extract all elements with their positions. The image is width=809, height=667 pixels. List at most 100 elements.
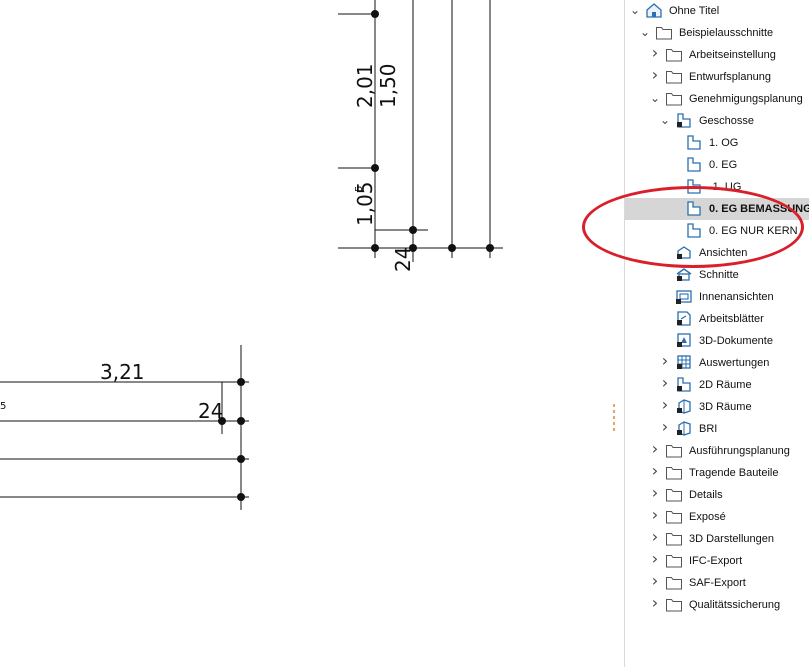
tree-item-label: 2D Räume (699, 379, 752, 391)
tree-item-label: Geschosse (699, 115, 755, 127)
tree-item-label: 3D Darstellungen (689, 533, 774, 545)
tree-item-label: 3D Räume (699, 401, 752, 413)
tree-item-label: Arbeitseinstellung (689, 49, 776, 61)
tree-item-label: BRI (699, 423, 718, 435)
chevron-down-icon[interactable]: ⌄ (640, 25, 651, 39)
dim-label-2-01: 2,01 (353, 63, 377, 108)
tree-item-bri[interactable]: › BRI (625, 418, 809, 440)
tree-item-beispielausschnitte[interactable]: ⌄Beispielausschnitte (625, 22, 809, 44)
dim-label-partial-superscript: 5 (0, 401, 6, 412)
chevron-right-icon[interactable]: › (651, 461, 659, 480)
chevron-right-icon[interactable]: › (651, 483, 659, 502)
folder-icon (665, 464, 683, 481)
3d-document-icon (675, 332, 693, 349)
folder-icon (665, 68, 683, 85)
tree-item-arbeitseinstellung[interactable]: › Arbeitseinstellung (625, 44, 809, 66)
folder-icon (665, 486, 683, 503)
tree-item-3d-dokumente[interactable]: 3D-Dokumente (625, 330, 809, 352)
tree-item-label: Genehmigungsplanung (689, 93, 803, 105)
tree-item-arbeitsblätter[interactable]: Arbeitsblätter (625, 308, 809, 330)
worksheet-icon (675, 310, 693, 327)
chevron-down-icon[interactable]: ⌄ (630, 3, 641, 17)
tree-item-auswertungen[interactable]: › Auswertungen (625, 352, 809, 374)
tree-item-expos[interactable]: › Exposé (625, 506, 809, 528)
folder-icon (665, 90, 683, 107)
tree-item-3d-räume[interactable]: › 3D Räume (625, 396, 809, 418)
story-icon (685, 156, 703, 173)
tree-item-0-eg[interactable]: 0. EG (625, 154, 809, 176)
project-house-icon (645, 2, 663, 19)
3d-room-icon (675, 420, 693, 437)
tree-item-ifc-export[interactable]: › IFC-Export (625, 550, 809, 572)
tree-item-tragende-bauteile[interactable]: › Tragende Bauteile (625, 462, 809, 484)
chevron-right-icon[interactable]: › (651, 593, 659, 612)
schedule-icon (675, 354, 693, 371)
chevron-right-icon[interactable]: › (651, 65, 659, 84)
chevron-right-icon[interactable]: › (661, 417, 669, 436)
tree-item-geschosse[interactable]: ⌄ Geschosse (625, 110, 809, 132)
tree-item-label: SAF-Export (689, 577, 746, 589)
chevron-right-icon[interactable]: › (651, 505, 659, 524)
folder-icon (665, 530, 683, 547)
tree-item-innenansichten[interactable]: Innenansichten (625, 286, 809, 308)
folder-icon (665, 442, 683, 459)
folder-icon (665, 46, 683, 63)
tree-item-label: Details (689, 489, 723, 501)
folder-icon (665, 574, 683, 591)
dim-label-1-05-superscript: 5 (354, 186, 365, 192)
dim-label-1-05: 1,05 (353, 181, 377, 226)
interior-elevation-icon (675, 288, 693, 305)
chevron-right-icon[interactable]: › (661, 395, 669, 414)
annotation-highlight-ellipse (582, 186, 804, 268)
tree-item-label: Tragende Bauteile (689, 467, 779, 479)
tree-item-label: IFC-Export (689, 555, 743, 567)
chevron-down-icon[interactable]: ⌄ (650, 91, 661, 105)
chevron-right-icon[interactable]: › (661, 373, 669, 392)
tree-item-1-og[interactable]: 1. OG (625, 132, 809, 154)
tree-item-label: 0. EG (709, 159, 738, 171)
tree-item-label: Exposé (689, 511, 726, 523)
chevron-right-icon[interactable]: › (651, 571, 659, 590)
tree-item-details[interactable]: › Details (625, 484, 809, 506)
dim-label-3-21: 3,21 (100, 360, 145, 384)
chevron-right-icon[interactable]: › (651, 527, 659, 546)
panel-splitter[interactable] (624, 0, 625, 667)
tree-item-3d-darstellungen[interactable]: › 3D Darstellungen (625, 528, 809, 550)
tree-item-label: Ausführungsplanung (689, 445, 790, 457)
folder-icon (665, 552, 683, 569)
folder-icon (665, 508, 683, 525)
tree-item-label: Entwurfsplanung (689, 71, 771, 83)
tree-item-label: Qualitätssicherung (689, 599, 781, 611)
story-icon (685, 134, 703, 151)
tree-item-label: Schnitte (699, 269, 739, 281)
tree-item-label: 3D-Dokumente (699, 335, 773, 347)
chevron-right-icon[interactable]: › (651, 549, 659, 568)
story-group-icon (675, 112, 693, 129)
drawing-canvas[interactable]: 2,01 1,50 1,05 5 24 3,21 24 5 (0, 0, 624, 667)
chevron-right-icon[interactable]: › (651, 439, 659, 458)
folder-icon (665, 596, 683, 613)
tree-item-root[interactable]: ⌄ Ohne Titel (625, 0, 809, 22)
chevron-down-icon[interactable]: ⌄ (660, 113, 671, 127)
chevron-right-icon[interactable]: › (661, 351, 669, 370)
tree-item-schnitte[interactable]: Schnitte (625, 264, 809, 286)
dim-label-24-vertical: 24 (391, 247, 415, 272)
floor-plan-drawing: 2,01 1,50 1,05 5 24 3,21 24 5 (0, 0, 503, 510)
panel-resize-grip[interactable] (607, 402, 621, 432)
2d-room-icon (675, 376, 693, 393)
tree-item-label: 1. OG (709, 137, 739, 149)
tree-item-label: Auswertungen (699, 357, 770, 369)
tree-item-genehmigungsplanung[interactable]: ⌄ Genehmigungsplanung (625, 88, 809, 110)
dim-label-1-50: 1,50 (376, 63, 400, 108)
navigator-tree: ⌄ Ohne Titel ⌄Beispielausschnitte›Arbeit… (625, 0, 809, 667)
dim-label-24-horizontal: 24 (198, 399, 223, 423)
tree-item-saf-export[interactable]: › SAF-Export (625, 572, 809, 594)
3d-room-icon (675, 398, 693, 415)
tree-item-label: Innenansichten (699, 291, 774, 303)
tree-item-entwurfsplanung[interactable]: › Entwurfsplanung (625, 66, 809, 88)
tree-item-2d-räume[interactable]: › 2D Räume (625, 374, 809, 396)
tree-item-qualitätssicherung[interactable]: › Qualitätssicherung (625, 594, 809, 616)
section-icon (675, 266, 693, 283)
chevron-right-icon[interactable]: › (651, 43, 659, 62)
tree-item-ausführungsplanung[interactable]: › Ausführungsplanung (625, 440, 809, 462)
